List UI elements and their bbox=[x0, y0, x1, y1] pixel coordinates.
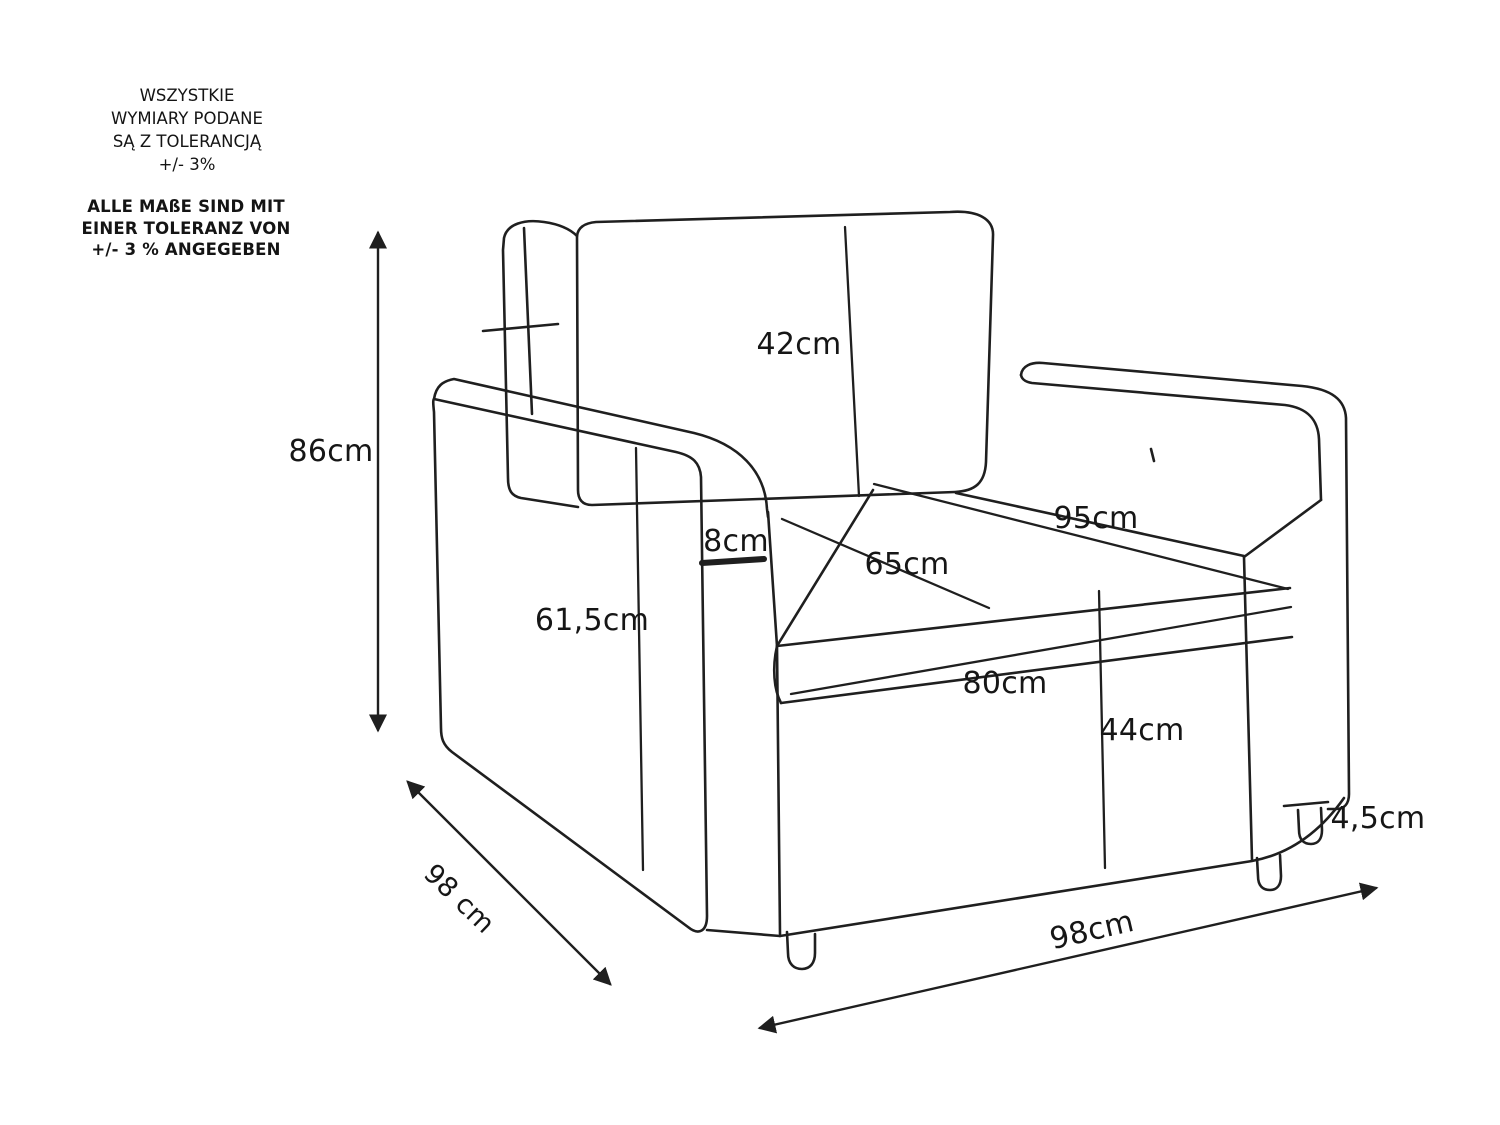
note-line: WYMIARY PODANE bbox=[111, 109, 263, 128]
left-armrest-front-bottom bbox=[705, 928, 782, 938]
measure-bar-8 bbox=[699, 556, 767, 566]
dimension-arrows bbox=[369, 230, 1379, 1034]
seat-cushion-bottom bbox=[779, 635, 1294, 705]
right-armrest-mark bbox=[1149, 447, 1156, 463]
tolerance-note-german: ALLE MAßE SIND MIT EINER TOLERANZ VON +/… bbox=[50, 196, 322, 261]
note-line: WSZYSTKIE bbox=[139, 86, 235, 105]
arrow-98-width bbox=[757, 882, 1379, 1034]
right-armrest-outline bbox=[1019, 361, 1351, 862]
arrow-98-depth bbox=[406, 780, 612, 986]
left-armrest-inner-edge bbox=[766, 510, 782, 936]
foot-height-tick bbox=[1282, 800, 1330, 808]
seat-back-edge bbox=[954, 491, 1246, 558]
right-side-foot bbox=[1296, 806, 1324, 846]
seat-outline bbox=[772, 488, 1294, 705]
left-armrest-outline bbox=[431, 377, 782, 938]
backrest-side-strip bbox=[501, 219, 580, 509]
measure-lines bbox=[634, 225, 1293, 872]
dim-label-foot-height: 4,5cm bbox=[1330, 801, 1426, 836]
backrest-panel bbox=[575, 210, 995, 507]
left-armrest-top-band bbox=[432, 377, 770, 519]
measure-line-42 bbox=[843, 225, 861, 498]
dim-label-seat-height: 44cm bbox=[1099, 713, 1185, 748]
backrest-outline bbox=[481, 210, 995, 509]
front-left-foot bbox=[785, 930, 817, 971]
dim-label-seat-depth: 65cm bbox=[864, 547, 950, 582]
measure-line-61-5 bbox=[634, 446, 645, 872]
right-armrest-outer bbox=[1019, 361, 1351, 811]
dim-label-seat-back-width: 95cm bbox=[1053, 501, 1139, 536]
backrest-seam bbox=[522, 226, 534, 416]
tolerance-note-polish: WSZYSTKIE WYMIARY PODANE SĄ Z TOLERANCJĄ… bbox=[62, 84, 312, 176]
measure-line-65 bbox=[780, 517, 991, 610]
note-line: +/- 3 % ANGEGEBEN bbox=[91, 240, 281, 259]
dim-label-armrest-height: 61,5cm bbox=[534, 603, 650, 638]
measure-line-80 bbox=[789, 605, 1293, 696]
dim-label-armrest-thickness: 8cm bbox=[703, 524, 769, 559]
right-armrest-front-top bbox=[1242, 498, 1323, 559]
right-armrest-front-inner bbox=[1242, 555, 1254, 862]
note-line: +/- 3% bbox=[158, 155, 216, 174]
right-armrest-band-inner bbox=[1019, 373, 1323, 502]
dim-label-total-height: 86cm bbox=[288, 434, 374, 469]
note-line: ALLE MAßE SIND MIT bbox=[87, 197, 285, 216]
dim-label-seat-front-width: 80cm bbox=[962, 666, 1048, 701]
backrest-tick bbox=[481, 322, 560, 333]
seat-cushion-left-curve bbox=[772, 644, 783, 705]
dim-label-backrest-height: 42cm bbox=[756, 327, 842, 362]
seat-front-edge bbox=[775, 586, 1292, 648]
seat-left-edge bbox=[775, 488, 875, 648]
left-armrest-side-face bbox=[431, 397, 709, 933]
note-line: EINER TOLERANZ VON bbox=[81, 218, 291, 238]
measure-line-44 bbox=[1097, 589, 1107, 870]
note-line: SĄ Z TOLERANCJĄ bbox=[112, 132, 262, 151]
measure-line-95 bbox=[872, 482, 1290, 591]
